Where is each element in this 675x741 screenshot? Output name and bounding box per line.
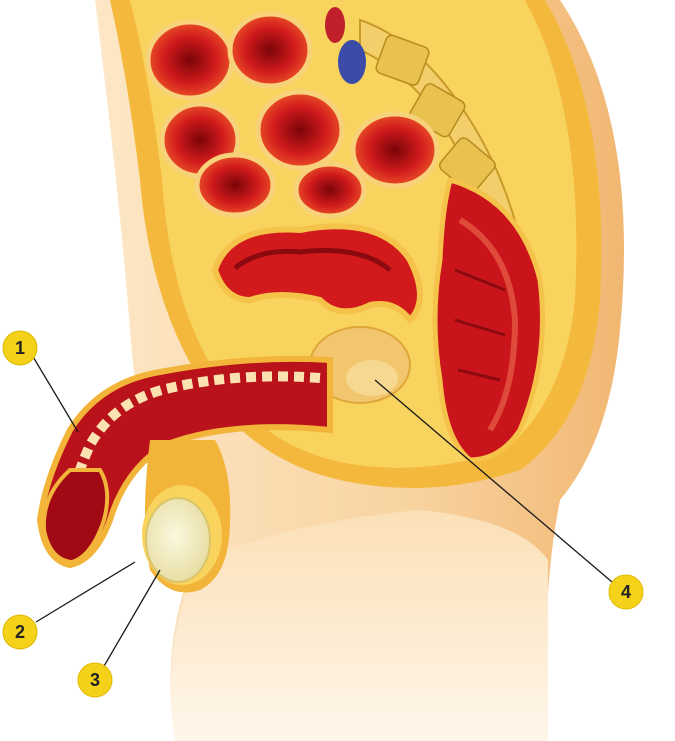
leader-line-2	[35, 561, 136, 623]
leader-line-3	[99, 569, 161, 674]
marker-2: 2	[2, 614, 38, 650]
scrotum	[142, 440, 231, 593]
penis	[36, 355, 333, 569]
marker-2-label: 2	[15, 622, 25, 642]
prostate	[309, 326, 411, 404]
leader-lines	[31, 354, 613, 674]
testis	[145, 497, 211, 583]
vein	[325, 7, 366, 84]
leader-line-1	[31, 354, 79, 433]
leader-line-4	[374, 379, 613, 583]
bladder	[211, 223, 423, 325]
marker-4-label: 4	[621, 582, 631, 602]
rectum	[432, 176, 545, 463]
marker-4: 4	[608, 574, 644, 610]
marker-3-label: 3	[90, 670, 100, 690]
intestines	[145, 11, 440, 219]
marker-1-label: 1	[15, 338, 25, 358]
marker-1: 1	[2, 330, 38, 366]
marker-3: 3	[77, 662, 113, 698]
